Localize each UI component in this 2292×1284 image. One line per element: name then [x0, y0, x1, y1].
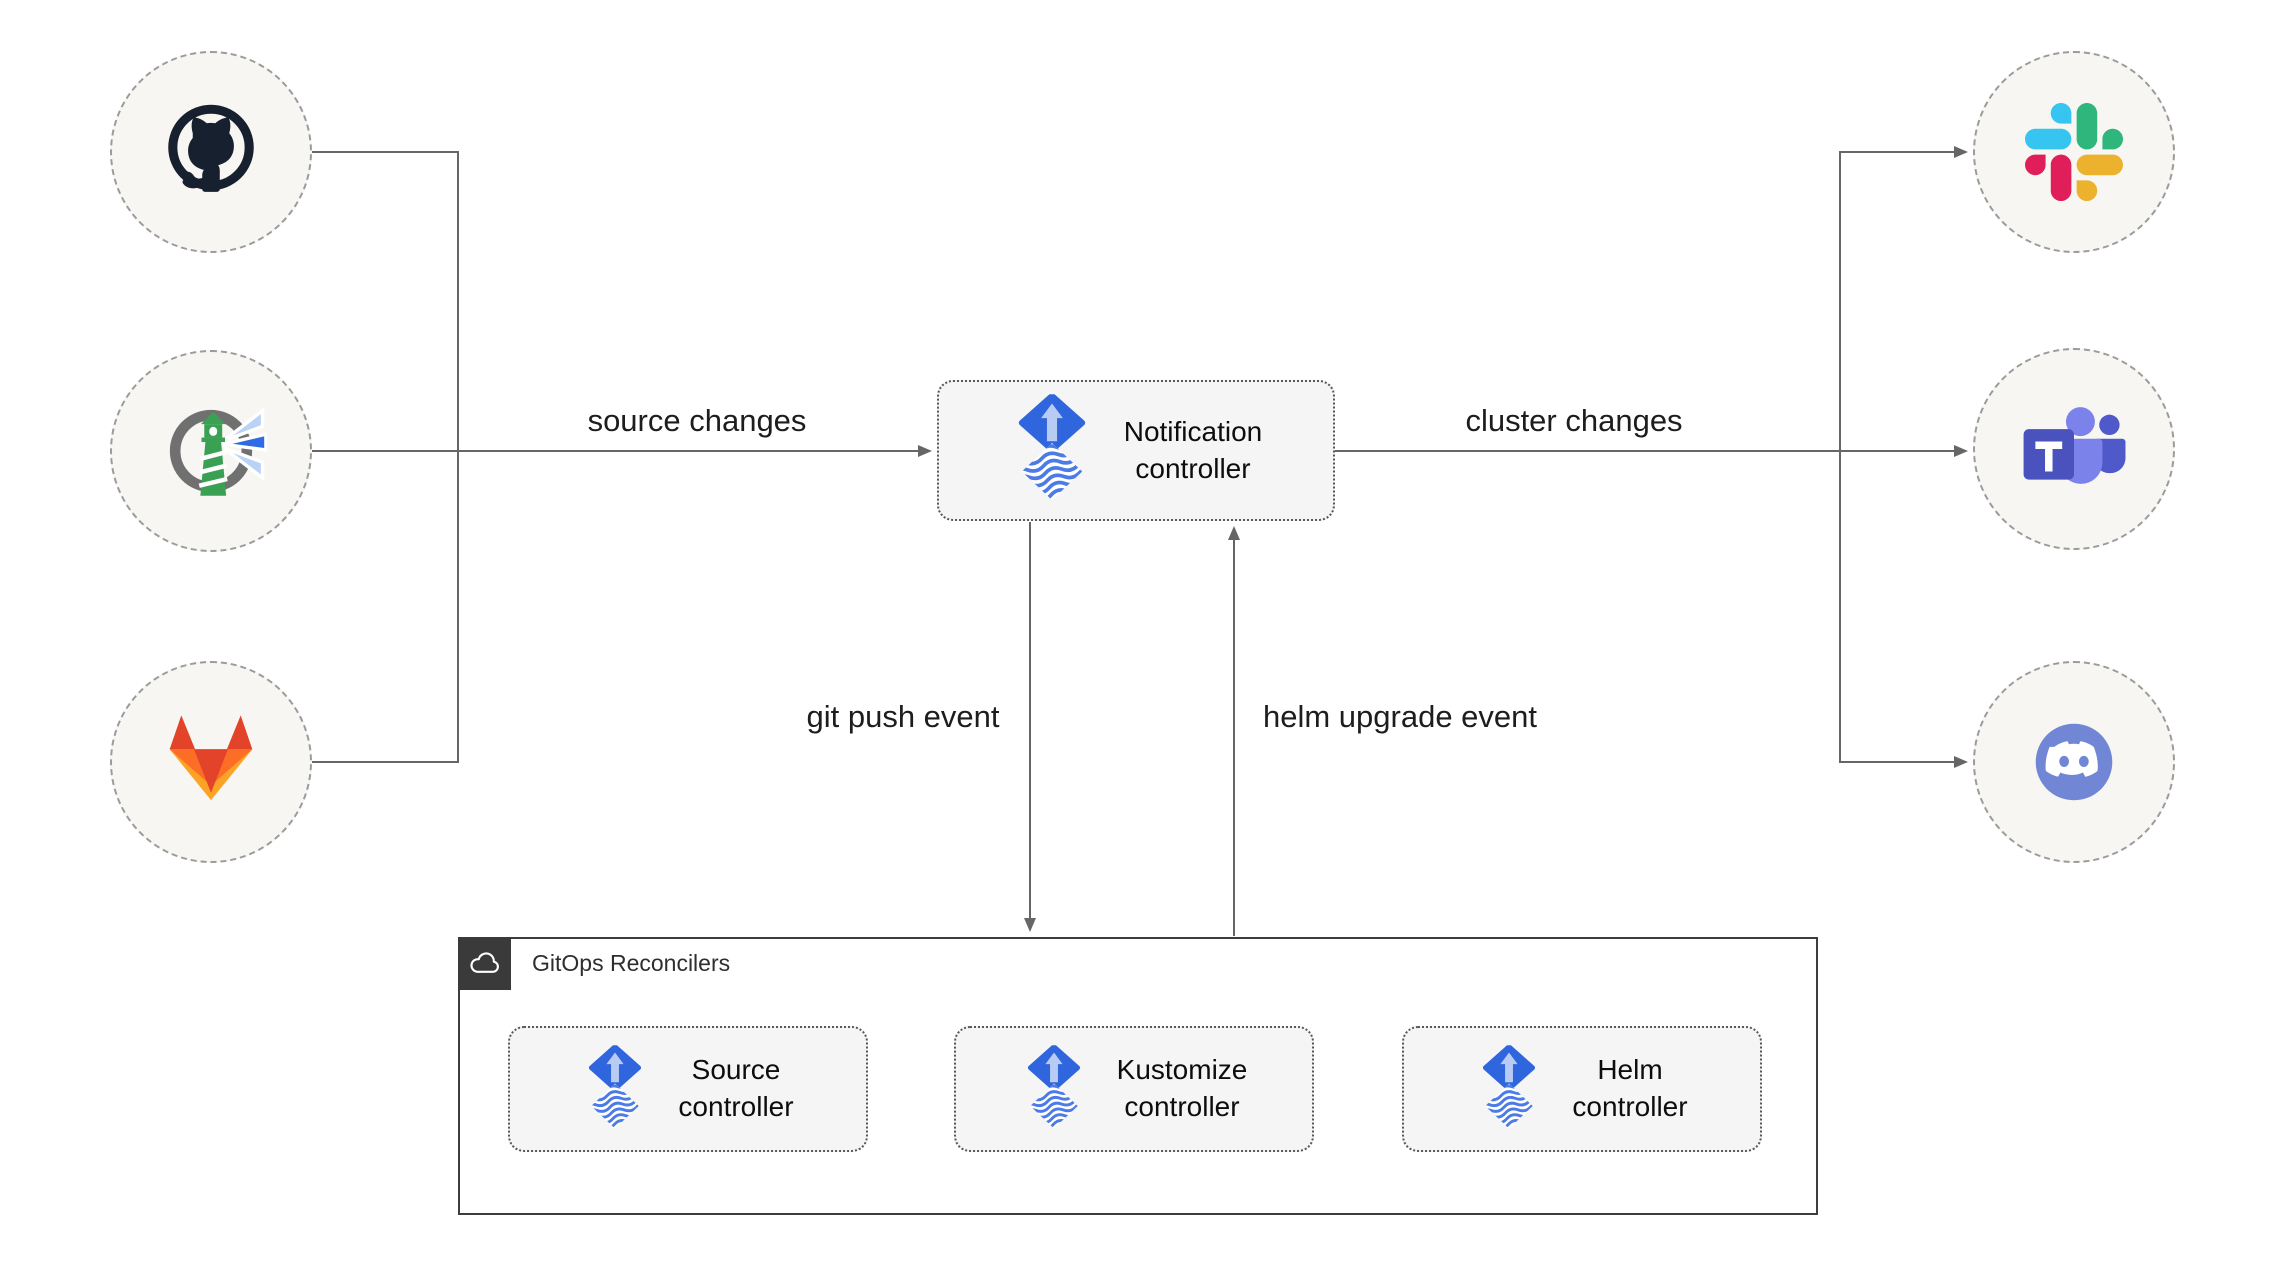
node-label: Kustomize controller: [1116, 1054, 1248, 1122]
target-node-discord: [1973, 661, 2175, 863]
node-kustomize-controller: Kustomize controller: [954, 1026, 1314, 1152]
source-node-github: [110, 51, 312, 253]
node-source-controller: Source controller: [508, 1026, 868, 1152]
edge-label-git-push-event: git push event: [806, 699, 1000, 734]
flux-icon: [1476, 1045, 1542, 1134]
flux-icon: [582, 1045, 648, 1134]
node-label: Notification controller: [1123, 415, 1263, 484]
flux-icon: [1021, 1045, 1087, 1134]
edge-label-cluster-changes: cluster changes: [1465, 403, 1683, 438]
edge-label-source-changes: source changes: [587, 403, 807, 438]
cloud-icon: [469, 951, 499, 973]
harbor-icon: [169, 407, 267, 496]
github-icon: [168, 104, 254, 192]
target-node-slack: [1973, 51, 2175, 253]
target-node-teams: [1973, 348, 2175, 550]
node-label: Source controller: [678, 1054, 794, 1122]
edge-label-helm-upgrade-event: helm upgrade event: [1262, 699, 1538, 734]
container-title: GitOps Reconcilers: [532, 950, 731, 976]
discord-icon: [2035, 723, 2113, 801]
source-node-harbor: [110, 350, 312, 552]
teams-icon: [2023, 407, 2126, 484]
slack-icon: [2025, 103, 2123, 201]
flux-icon: [1010, 394, 1094, 507]
node-helm-controller: Helm controller: [1402, 1026, 1762, 1152]
gitlab-icon: [169, 715, 253, 801]
source-node-gitlab: [110, 661, 312, 863]
node-notification-controller: Notification controller: [937, 380, 1335, 521]
node-label: Helm controller: [1572, 1054, 1688, 1122]
container-header-tile: [458, 937, 511, 990]
